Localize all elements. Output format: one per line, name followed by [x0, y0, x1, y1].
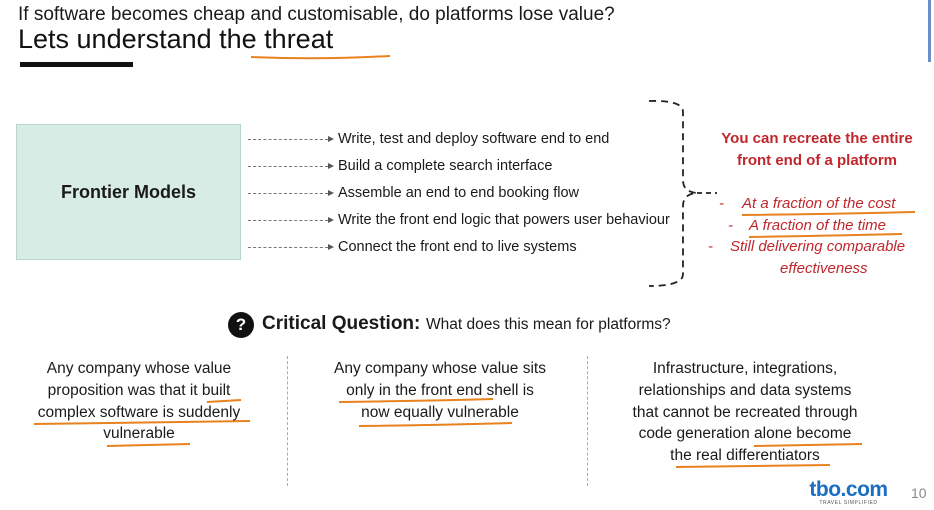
text-underline: [33, 420, 251, 425]
question-icon: ?: [228, 312, 254, 338]
column-divider: [587, 356, 588, 486]
text-underline: [753, 443, 863, 447]
text-underline: [675, 464, 831, 468]
arrow-icon: [248, 217, 334, 223]
capability-item: Write the front end logic that powers us…: [338, 212, 670, 228]
tbo-logo: tbo.com TRAVEL SIMPLIFIED: [806, 478, 891, 507]
column-divider: [287, 356, 288, 486]
conclusion-headline: You can recreate the entire: [721, 130, 913, 147]
text-underline: [338, 398, 494, 403]
text-underline: [358, 422, 513, 427]
conclusion-headline: front end of a platform: [737, 152, 897, 169]
logo-tagline: TRAVEL SIMPLIFIED: [819, 500, 878, 506]
page-number: 10: [911, 485, 927, 501]
bullet-dash: -: [708, 238, 713, 255]
critical-question-text: What does this mean for platforms?: [426, 316, 671, 333]
column-line: vulnerable: [103, 425, 175, 443]
conclusion-bullet: At a fraction of the cost: [742, 195, 896, 212]
column-text: Any company whose value sits only in the…: [305, 358, 575, 423]
conclusion-bullet: effectiveness: [780, 260, 868, 277]
column-line: the real differentiators: [670, 447, 820, 465]
bullet-dash: -: [719, 195, 724, 212]
column-text: Any company whose value proposition was …: [14, 358, 264, 445]
logo-wordmark: tbo.com: [809, 478, 888, 501]
arrow-icon: [248, 163, 334, 169]
column-line: complex software is suddenly: [37, 403, 241, 421]
capability-item: Write, test and deploy software end to e…: [338, 131, 610, 147]
title-underline-bar: [20, 62, 133, 67]
title-highlight-underline: [250, 55, 391, 60]
text-underline: [106, 443, 191, 447]
capability-item: Build a complete search interface: [338, 158, 553, 174]
column-line: now equally vulnerable: [361, 403, 519, 421]
conclusion-bullet: Still delivering comparable: [730, 238, 906, 255]
arrow-icon: [248, 190, 334, 196]
slide-subtitle: If software becomes cheap and customisab…: [18, 4, 615, 25]
column-line: Any company whose value sits: [334, 360, 546, 377]
bullet-underline: [741, 211, 916, 216]
slide-title: Lets understand the threat: [18, 24, 334, 54]
frontier-models-label: Frontier Models: [60, 181, 196, 202]
column-text: Infrastructure, integrations, relationsh…: [600, 358, 890, 467]
critical-question-label: Critical Question:: [262, 313, 421, 334]
bullet-underline: [748, 233, 903, 238]
frontier-models-box: Frontier Models: [16, 124, 241, 260]
conclusion-bullet: A fraction of the time: [749, 217, 887, 234]
column-line: relationships and data systems: [638, 381, 852, 399]
column-line: proposition was that it built: [47, 381, 231, 399]
bullet-dash: -: [728, 217, 733, 234]
column-line: Infrastructure, integrations,: [652, 360, 838, 377]
column-line: only in the front end shell is: [346, 381, 534, 399]
column-line: code generation alone become: [638, 425, 852, 443]
slide-edge-accent: [928, 0, 931, 62]
capability-item: Connect the front end to live systems: [338, 239, 577, 255]
brace-icon: [648, 100, 698, 287]
text-underline: [206, 399, 242, 403]
column-line: Any company whose value: [46, 360, 232, 377]
arrow-icon: [248, 136, 334, 142]
column-line: that cannot be recreated through: [632, 403, 858, 421]
capability-item: Assemble an end to end booking flow: [338, 185, 580, 201]
arrow-icon: [248, 244, 334, 250]
